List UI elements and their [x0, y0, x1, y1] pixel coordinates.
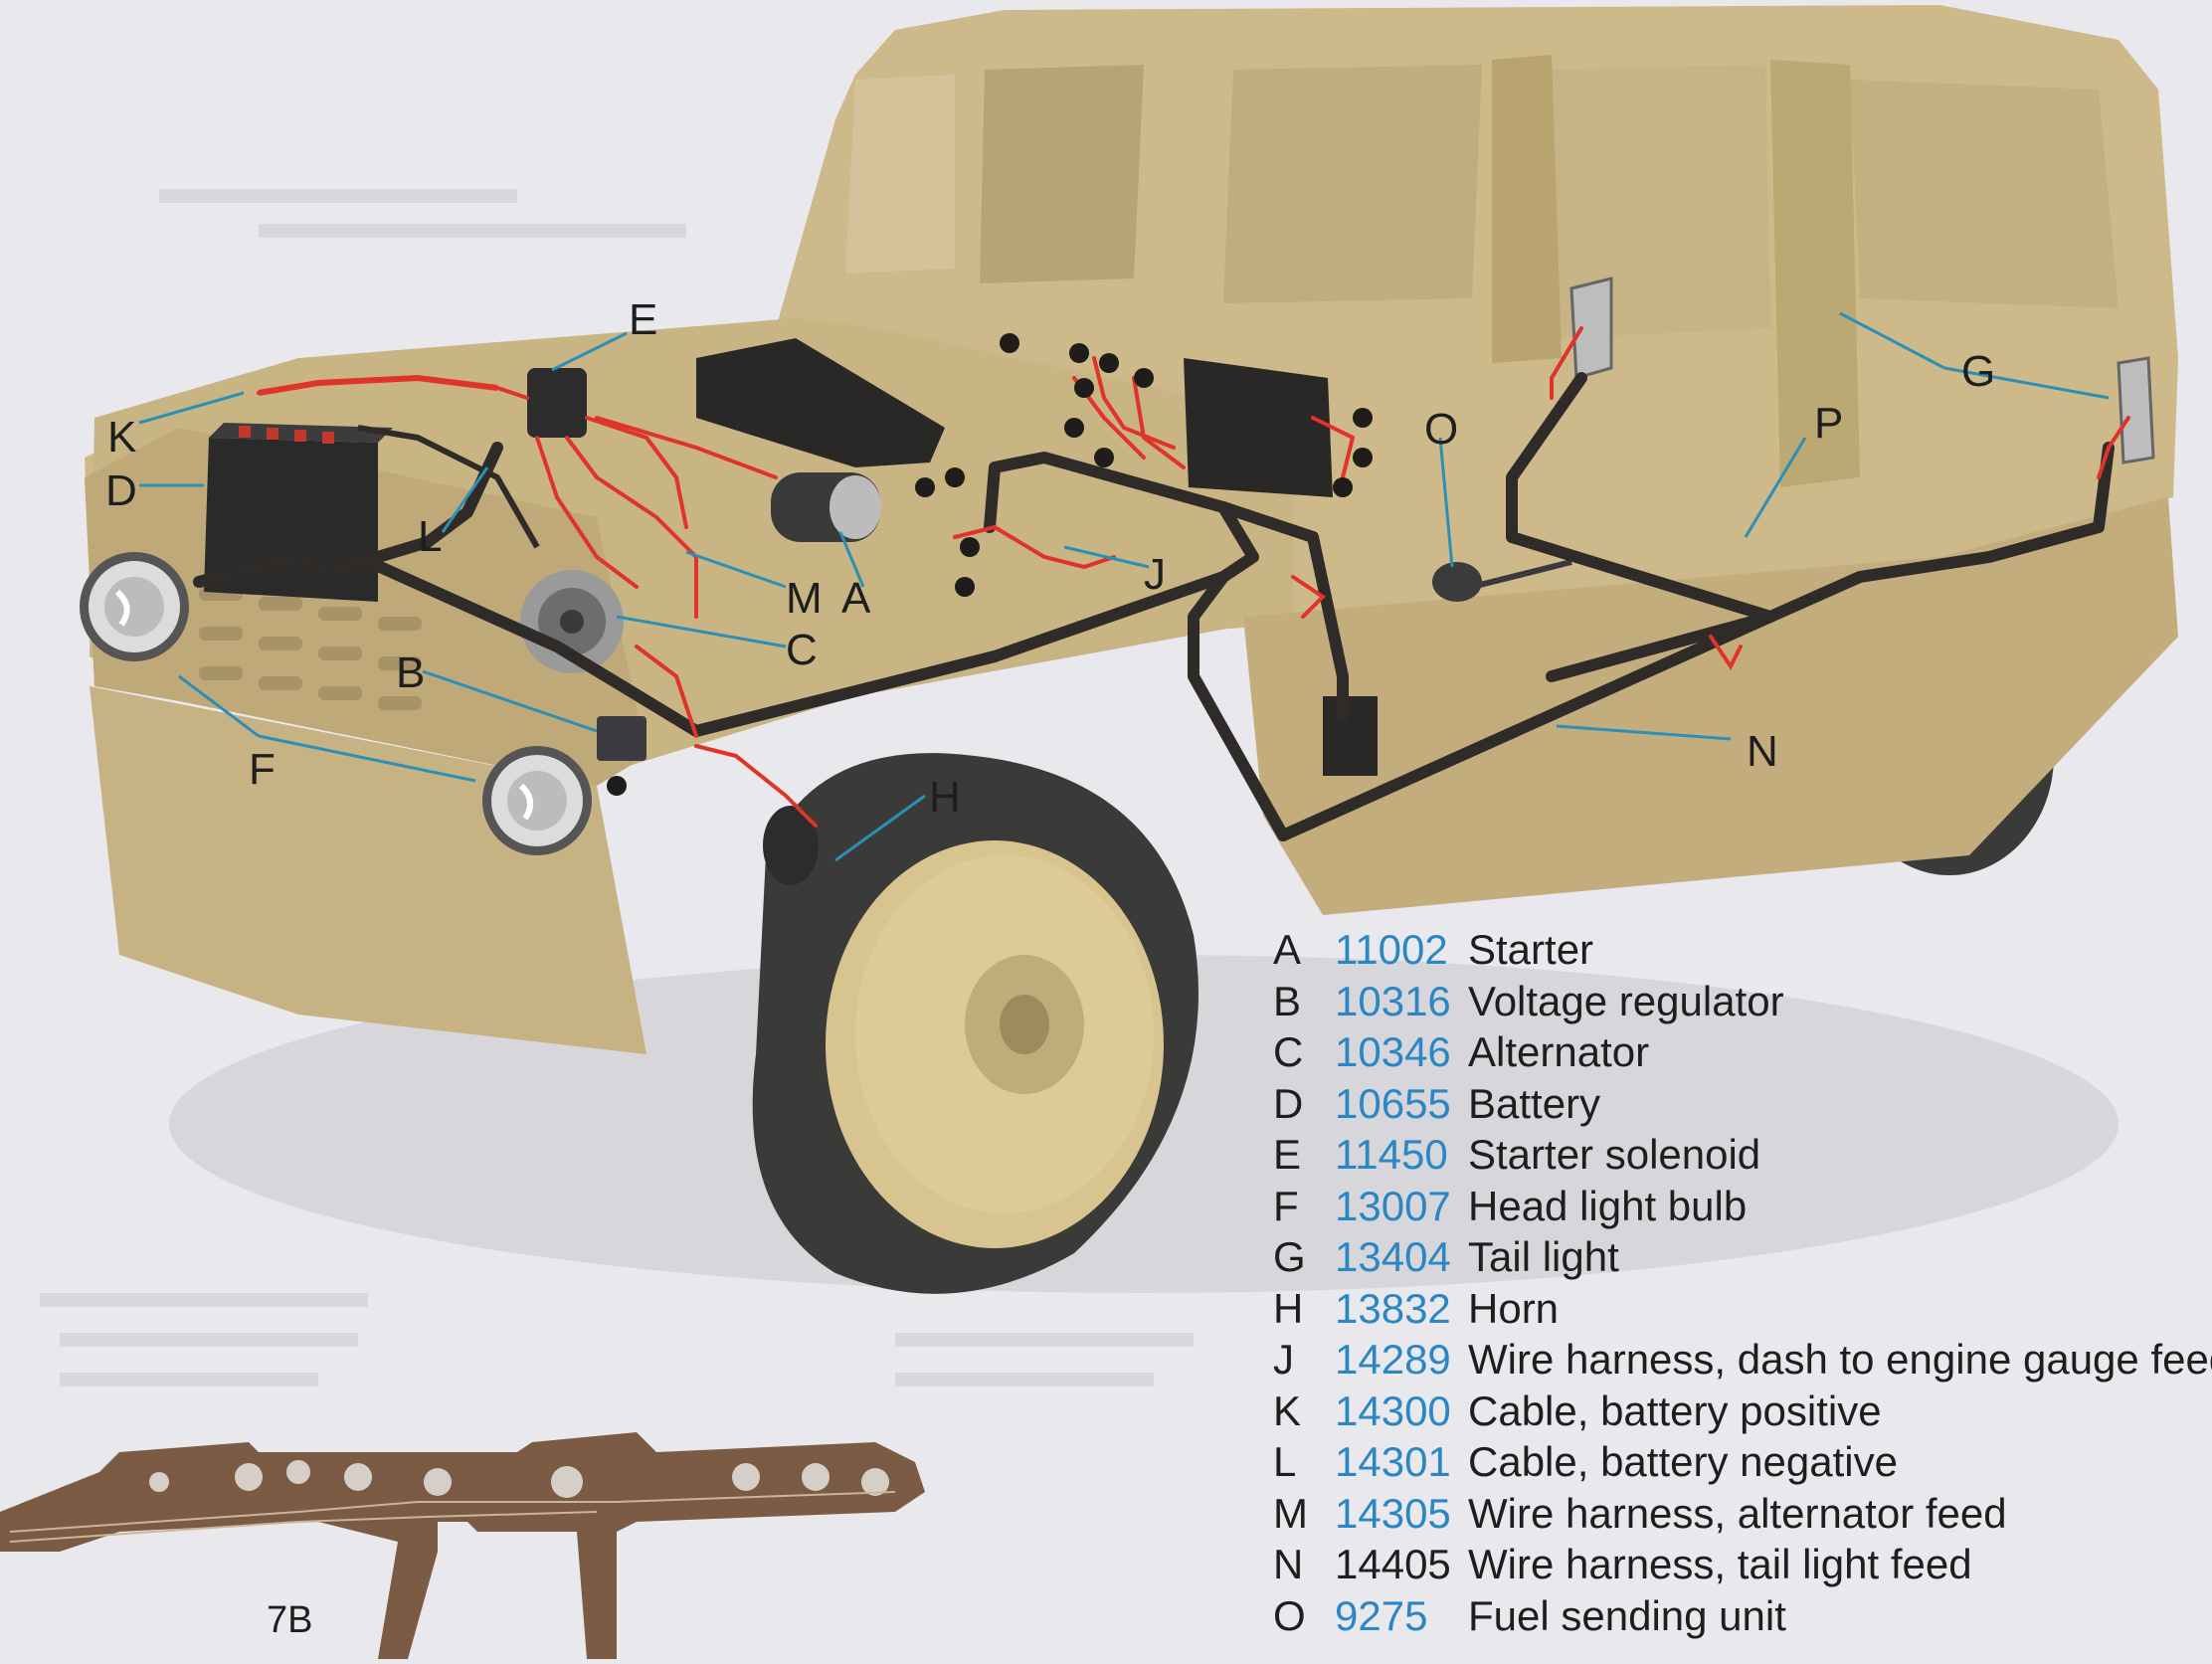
legend-letter: K [1273, 1387, 1302, 1434]
legend-description: Voltage regulator [1468, 977, 1784, 1024]
legend-part-number: 13832 [1335, 1284, 1451, 1332]
callout-d: D [105, 466, 137, 515]
legend-part-number: 11002 [1335, 926, 1448, 973]
legend-part-number: 14305 [1335, 1489, 1451, 1537]
legend-description: Head light bulb [1468, 1182, 1748, 1229]
legend-letter: J [1273, 1336, 1294, 1383]
main-harness [193, 372, 2115, 841]
air-cleaner [696, 338, 945, 467]
callout-n: N [1747, 727, 1778, 776]
legend-description: Wire harness, tail light feed [1468, 1541, 1972, 1587]
legend-letter: H [1273, 1284, 1304, 1332]
legend-part-number: 9275 [1335, 1591, 1428, 1639]
callout-e: E [629, 295, 658, 344]
voltage-regulator [597, 716, 646, 761]
legend-part-number: 14289 [1335, 1336, 1451, 1383]
legend-letter: B [1273, 977, 1302, 1024]
legend-letter: D [1273, 1079, 1304, 1127]
legend-part-number: 10346 [1335, 1028, 1451, 1075]
legend-part-number: 10655 [1335, 1079, 1451, 1127]
legend-description: Cable, battery negative [1468, 1438, 1898, 1485]
legend-part-number: 14405 [1335, 1541, 1451, 1587]
legend-letter: F [1273, 1182, 1299, 1229]
grille [199, 587, 422, 710]
legend-description: Fuel sending unit [1468, 1591, 1786, 1639]
callout-k: K [107, 413, 137, 462]
legend-part-number: 13007 [1335, 1182, 1451, 1229]
legend-description: Starter solenoid [1468, 1131, 1761, 1178]
legend-letter: M [1273, 1489, 1308, 1537]
legend-letter: E [1273, 1131, 1302, 1178]
legend-description: Cable, battery positive [1468, 1387, 1882, 1434]
callout-j: J [1144, 550, 1166, 599]
battery [204, 423, 393, 602]
legend-description: Horn [1468, 1284, 1560, 1332]
connector-block [1323, 696, 1378, 776]
legend-letter: O [1273, 1591, 1306, 1639]
dash-block [1184, 358, 1333, 497]
starter-solenoid [527, 368, 587, 438]
legend-description: Alternator [1468, 1028, 1650, 1075]
leader-lines [138, 311, 2110, 862]
callout-f: F [249, 745, 276, 794]
legend-part-number: 11450 [1335, 1131, 1448, 1178]
callout-h: H [929, 773, 961, 822]
legend-description: Wire harness, dash to engine gauge feed [1468, 1336, 2212, 1383]
connectors [607, 333, 1373, 796]
legend-description: Wire harness, alternator feed [1468, 1489, 2007, 1537]
callout-b: B [396, 648, 426, 697]
negative-cable [357, 425, 540, 549]
callout-m: M [786, 574, 823, 623]
callout-o: O [1424, 405, 1459, 454]
legend-part-number: 14301 [1335, 1438, 1451, 1485]
callout-a: A [841, 574, 871, 623]
headlight-left [80, 552, 189, 661]
tail-light-right [2117, 356, 2155, 464]
callout-c: C [786, 626, 818, 674]
callout-p: P [1814, 399, 1844, 448]
fuel-sending-unit [1432, 559, 1572, 602]
front-wheel [752, 753, 1198, 1294]
starter [771, 472, 881, 542]
legend-part-number: 14300 [1335, 1387, 1451, 1434]
legend-letter: L [1273, 1438, 1297, 1485]
legend-part-number: 13404 [1335, 1233, 1451, 1280]
horn [763, 806, 819, 885]
headlight-right [482, 746, 592, 855]
legend-letter: N [1273, 1541, 1304, 1587]
printed-circuit-board [0, 1432, 925, 1659]
tail-light-left [1569, 277, 1613, 380]
legend-letter: G [1273, 1233, 1306, 1280]
legend-letter: A [1273, 926, 1302, 973]
legend-description: Starter [1468, 926, 1594, 973]
legend-letter: C [1273, 1028, 1304, 1075]
figure-label: 7B [267, 1599, 313, 1641]
callout-g: G [1961, 347, 1996, 396]
legend-description: Tail light [1468, 1233, 1619, 1280]
callout-l: L [418, 512, 443, 561]
bleed-through-text [40, 189, 1194, 1387]
legend-description: Battery [1468, 1079, 1601, 1127]
legend-part-number: 10316 [1335, 977, 1451, 1024]
